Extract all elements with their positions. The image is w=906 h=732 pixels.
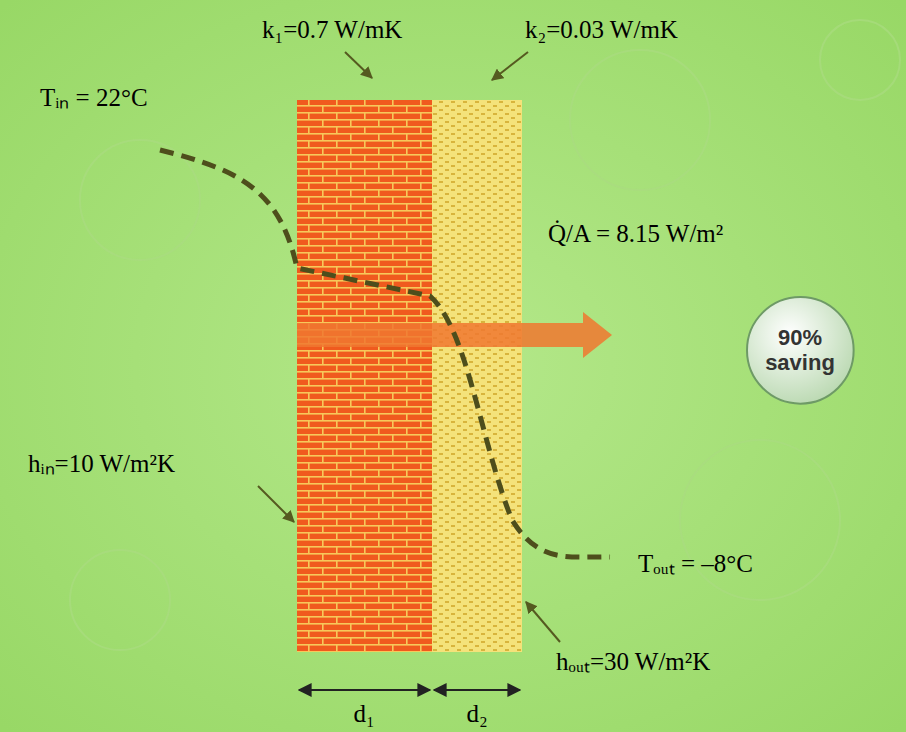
dimension-label: d₁ xyxy=(353,700,374,728)
saving-badge: 90% saving xyxy=(745,295,856,406)
quantity-label: hₒᵤₜ=30 W/m²K xyxy=(556,648,710,676)
temperature-profile xyxy=(160,150,610,557)
dimension-arrows xyxy=(299,689,520,691)
dimension-label: d₂ xyxy=(466,700,487,728)
quantity-label: k₁=0.7 W/mK xyxy=(262,16,402,44)
quantity-label: Tᵢₙ = 22°C xyxy=(40,84,148,112)
quantity-label: hᵢₙ=10 W/m²K xyxy=(28,450,175,478)
brick-layer xyxy=(297,100,432,652)
badge-text: 90% saving xyxy=(760,325,840,376)
quantity-label: Q̇/A = 8.15 W/m² xyxy=(548,220,723,248)
badge-circle xyxy=(747,297,854,404)
insulation-layer xyxy=(432,100,522,652)
quantity-label: Tₒᵤₜ = –8°C xyxy=(638,550,753,578)
leader-lines xyxy=(258,52,560,642)
quantity-label: k₂=0.03 W/mK xyxy=(525,16,678,44)
